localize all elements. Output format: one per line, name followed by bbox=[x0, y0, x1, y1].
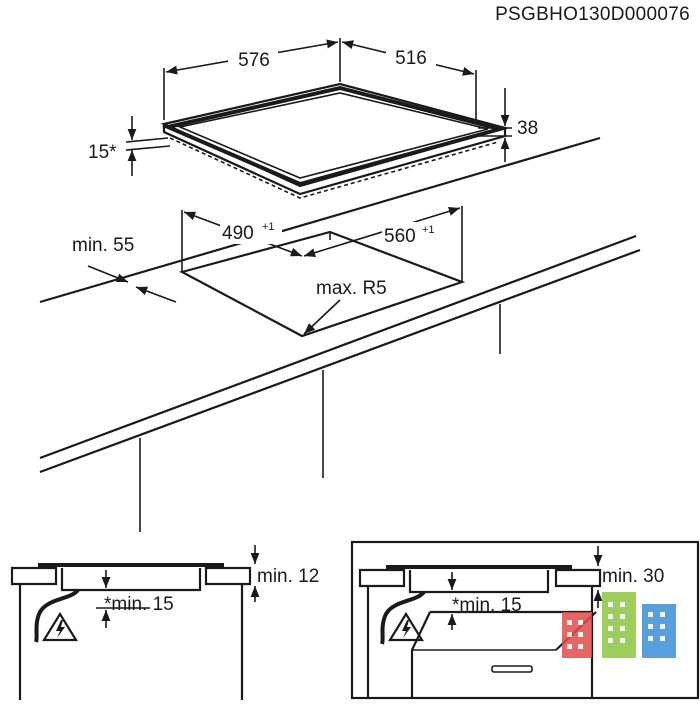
left-top-gap-label: min. 12 bbox=[257, 566, 319, 587]
hob-width-label: 576 bbox=[238, 50, 270, 71]
frame-height-label: 15* bbox=[88, 142, 117, 163]
cutout-depth-tolerance: +1 bbox=[262, 221, 275, 233]
hob-depth-dimension: 516 bbox=[341, 40, 477, 120]
hob-height-label: 38 bbox=[517, 118, 538, 139]
hob-width-dimension: 576 bbox=[163, 38, 341, 120]
cutout-depth-label: 490 bbox=[222, 223, 254, 244]
corner-radius-label: max. R5 bbox=[316, 278, 387, 299]
edge-distance-label: min. 55 bbox=[72, 235, 134, 256]
right-bottom-gap-label: *min. 15 bbox=[452, 595, 522, 616]
watermark-logo bbox=[562, 592, 676, 658]
hob-depth-label: 516 bbox=[395, 48, 427, 69]
cutout-width-label: 560 bbox=[384, 226, 416, 247]
drawing-code: PSGBHO130D000076 bbox=[495, 4, 690, 25]
frame-height-dimension: 15* bbox=[88, 116, 171, 176]
cutout-width-tolerance: +1 bbox=[422, 224, 435, 236]
worktop-drawing bbox=[39, 136, 641, 532]
cutout-depth-dimension: 490 +1 bbox=[181, 210, 303, 272]
edge-distance-dimension: min. 55 bbox=[72, 235, 177, 303]
cutout-width-dimension: 560 +1 bbox=[303, 206, 463, 282]
hob-drawing bbox=[160, 82, 510, 199]
corner-radius-dimension: max. R5 bbox=[303, 278, 387, 335]
hob-height-dimension: 38 bbox=[478, 88, 538, 162]
left-bottom-gap-label: *min. 15 bbox=[104, 594, 174, 615]
right-top-gap-label: min. 30 bbox=[602, 566, 664, 587]
section-left: min. 12 *min. 15 bbox=[10, 545, 319, 700]
